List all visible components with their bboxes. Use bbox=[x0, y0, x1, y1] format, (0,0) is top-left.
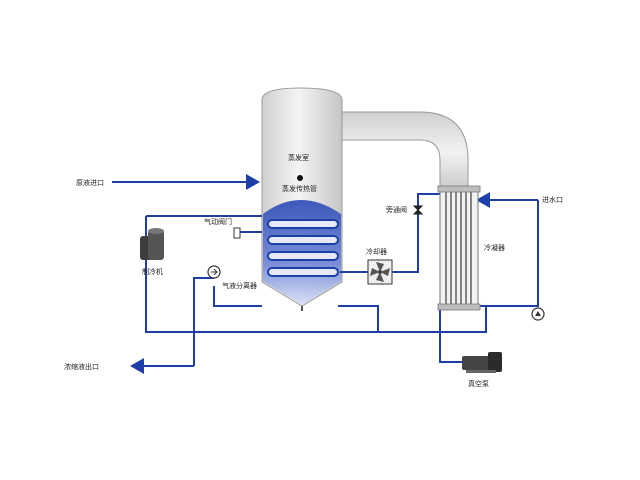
label-condenser: 冷凝器 bbox=[484, 243, 505, 252]
label-feed-inlet: 原液进口 bbox=[76, 178, 104, 187]
vapor-duct bbox=[339, 111, 469, 193]
water-pump-icon bbox=[531, 307, 545, 321]
label-vacuum-pump: 真空泵 bbox=[468, 379, 489, 388]
heating-valve-icon bbox=[233, 227, 241, 239]
bottom-loop bbox=[213, 286, 262, 307]
condenser-unit bbox=[437, 185, 481, 311]
pump-icon bbox=[462, 352, 502, 373]
valve-icon bbox=[412, 205, 424, 215]
label-chiller: 制冷机 bbox=[142, 267, 163, 276]
label-bypass-valve: 旁通阀 bbox=[386, 205, 407, 214]
condensate-pipe bbox=[193, 277, 214, 366]
fan-icon bbox=[367, 259, 393, 285]
label-heating-valve: 气动阀门 bbox=[204, 217, 232, 226]
label-concentrate-outlet: 浓缩液出口 bbox=[64, 362, 99, 371]
label-evaporation-chamber: 蒸发室 bbox=[288, 153, 309, 162]
steam-trap-icon bbox=[207, 265, 221, 279]
evaporator-vessel bbox=[261, 87, 343, 311]
heating-coils bbox=[267, 219, 339, 277]
label-steam-trap: 气液分离器 bbox=[222, 281, 257, 290]
pump-suction bbox=[439, 306, 462, 363]
label-falling-film-tubes: 蒸发传热管 bbox=[282, 184, 317, 193]
label-cooling-water-inlet: 进水口 bbox=[542, 195, 563, 204]
label-cooling-fan: 冷却器 bbox=[366, 247, 387, 256]
sight-glass-dot bbox=[297, 175, 303, 181]
pipe-network bbox=[112, 174, 539, 374]
chiller-icon bbox=[140, 228, 164, 260]
cooling-water-loop bbox=[478, 200, 539, 307]
fan-to-condenser-pipe bbox=[392, 193, 446, 273]
